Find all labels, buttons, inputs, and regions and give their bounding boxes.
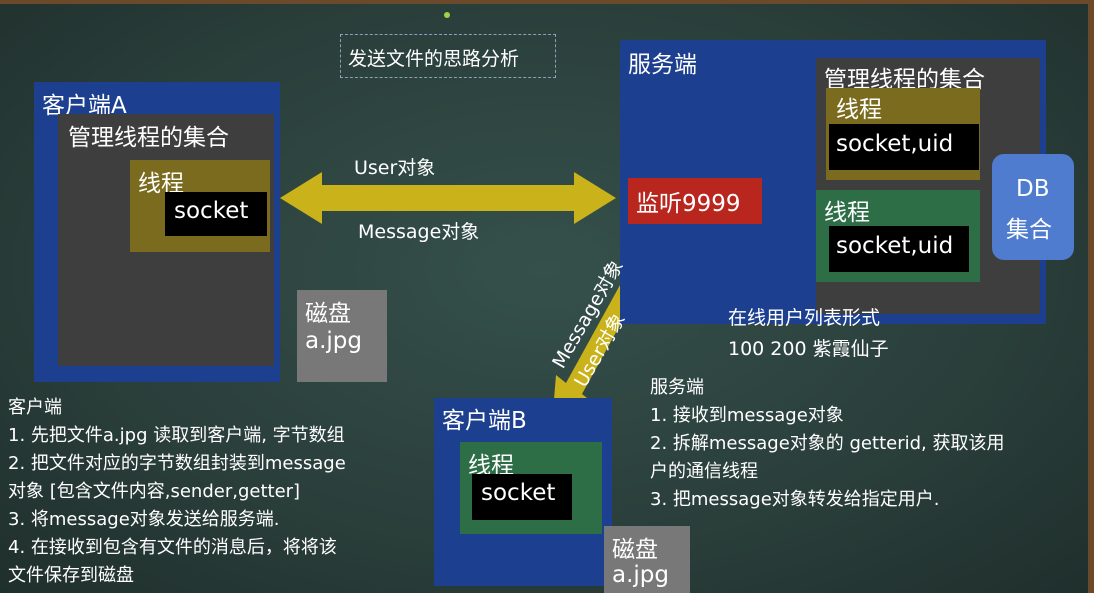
- client-notes-line: 对象 [包含文件内容,sender,getter]: [8, 481, 301, 502]
- client-b-disk-file: a.jpg: [612, 562, 669, 588]
- client-b-socket-box: socket: [472, 474, 572, 520]
- server-label: 服务端: [628, 52, 697, 78]
- client-a-disk-label: 磁盘: [305, 301, 351, 327]
- arrow-label-user: User对象: [354, 157, 436, 179]
- page-title: 发送文件的思路分析: [348, 48, 520, 70]
- client-notes-line: 2. 把文件对应的字节数组封装到message: [8, 453, 346, 474]
- server-socket1-label: socket,uid: [836, 131, 954, 157]
- arrow-label-message: Message对象: [358, 221, 480, 243]
- server-notes-line: 3. 把message对象转发给指定用户.: [650, 489, 940, 510]
- server-notes-line: 2. 拆解message对象的 getterid, 获取该用: [650, 433, 1005, 454]
- client-b-disk-label: 磁盘: [612, 537, 658, 563]
- server-notes-line: 户的通信线程: [650, 461, 758, 482]
- rotate-handle[interactable]: [444, 12, 450, 18]
- client-b-label: 客户端B: [442, 408, 527, 434]
- client-a-socket-label: socket: [174, 198, 249, 224]
- server-thread2-label: 线程: [824, 200, 870, 226]
- server-notes: 服务端 1. 接收到message对象 2. 拆解message对象的 gett…: [650, 374, 1090, 514]
- listen-label: 监听9999: [636, 191, 741, 217]
- title-box[interactable]: 发送文件的思路分析: [340, 34, 556, 78]
- online-users-title: 在线用户列表形式: [728, 307, 881, 329]
- client-a-socket-box: socket: [165, 192, 267, 236]
- client-notes: 客户端 1. 先把文件a.jpg 读取到客户端, 字节数组 2. 把文件对应的字…: [8, 394, 428, 590]
- client-b-socket-label: socket: [481, 480, 556, 506]
- client-b-disk: 磁盘 a.jpg: [604, 526, 690, 593]
- client-a-disk-file: a.jpg: [305, 328, 362, 354]
- db-box: DB 集合: [992, 154, 1074, 260]
- client-notes-line: 文件保存到磁盘: [8, 565, 134, 586]
- online-users-list: 100 200 紫霞仙子: [728, 338, 889, 360]
- listen-box: 监听9999: [628, 178, 762, 224]
- client-notes-line: 客户端: [8, 397, 62, 418]
- server-notes-line: 1. 接收到message对象: [650, 405, 844, 426]
- client-server-double-arrow: [280, 172, 616, 224]
- server-thread1-label: 线程: [836, 97, 882, 123]
- server-socket2-label: socket,uid: [836, 233, 954, 259]
- db-label-line1: DB: [1016, 176, 1050, 202]
- db-label-line2: 集合: [1006, 217, 1052, 243]
- client-a-manager-label: 管理线程的集合: [68, 125, 229, 151]
- server-socket2-box: socket,uid: [829, 226, 969, 272]
- client-notes-line: 3. 将message对象发送给服务端.: [8, 509, 280, 530]
- server-socket1-box: socket,uid: [829, 124, 979, 170]
- client-a-disk: 磁盘 a.jpg: [297, 290, 387, 382]
- client-notes-line: 1. 先把文件a.jpg 读取到客户端, 字节数组: [8, 425, 345, 446]
- client-notes-line: 4. 在接收到包含有文件的消息后，将将该: [8, 537, 337, 558]
- server-notes-line: 服务端: [650, 377, 704, 398]
